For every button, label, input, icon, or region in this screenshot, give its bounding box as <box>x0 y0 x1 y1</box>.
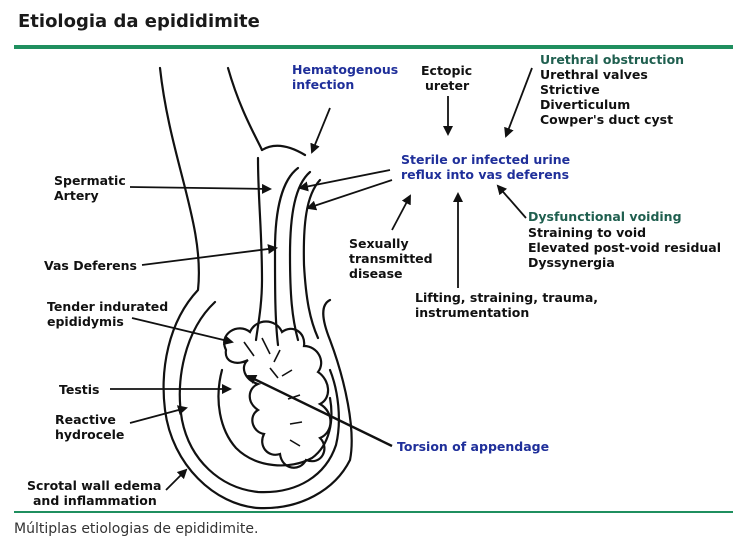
arrow-torsion <box>246 374 393 448</box>
header-divider <box>14 45 733 49</box>
label-std: Sexually transmitted disease <box>349 236 437 281</box>
label-ectopic-ureter: Ectopic ureter <box>421 63 477 93</box>
label-vas-deferens: Vas Deferens <box>44 258 137 273</box>
arrow-dysfunctional <box>496 184 527 219</box>
arrow-vas <box>141 244 278 266</box>
arrow-epididymis <box>131 317 234 345</box>
arrow-urethral <box>504 67 533 138</box>
label-urethral-obstruction: Urethral obstruction Urethral valves Str… <box>540 52 688 127</box>
arrow-reflux-upper <box>298 169 391 192</box>
label-reflux: Sterile or infected urine reflux into va… <box>401 152 574 182</box>
arrow-hydrocele <box>129 405 188 424</box>
label-torsion: Torsion of appendage <box>397 439 549 454</box>
vas-deferens-2 <box>288 170 312 342</box>
body-outline-right <box>226 66 264 152</box>
label-hematogenous: Hematogenous infection <box>292 62 403 92</box>
arrow-reflux-lower <box>306 179 393 211</box>
page-title: Etiologia da epididimite <box>18 11 260 32</box>
figure-caption: Múltiplas etiologias de epididimite. <box>14 521 259 537</box>
label-epididymis: Tender indurated epididymis <box>47 299 173 329</box>
label-spermatic-artery: Spermatic Artery <box>54 173 130 203</box>
label-hydrocele: Reactive hydrocele <box>55 412 124 442</box>
epididymis-shape <box>223 320 332 469</box>
caption-divider <box>14 511 733 513</box>
arrow-spermatic <box>129 183 272 194</box>
arrow-scrotal <box>165 468 188 491</box>
label-testis: Testis <box>59 382 100 397</box>
testis-outline <box>217 368 333 467</box>
label-scrotal-wall: Scrotal wall edema and inflammation <box>27 478 166 508</box>
body-outline-left <box>158 66 353 510</box>
arrow-hematogenous <box>310 107 331 154</box>
vas-deferens-3 <box>302 178 322 340</box>
label-lifting: Lifting, straining, trauma, instrumentat… <box>415 290 602 320</box>
epididymitis-diagram: Hematogenous infection Ectopic ureter Ur… <box>27 52 725 510</box>
spermatic-cord-left <box>254 144 307 342</box>
label-dysfunctional-voiding: Dysfunctional voiding Straining to void … <box>528 209 725 270</box>
scrotal-wall-inner <box>178 300 340 494</box>
arrow-std <box>391 194 411 231</box>
